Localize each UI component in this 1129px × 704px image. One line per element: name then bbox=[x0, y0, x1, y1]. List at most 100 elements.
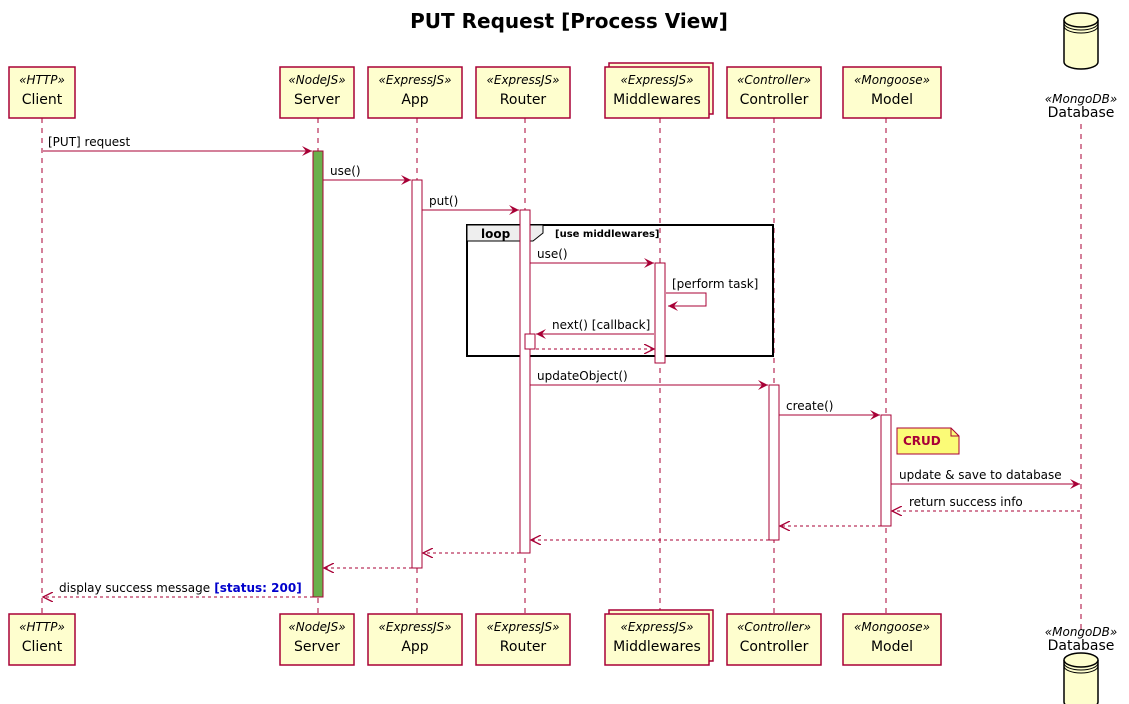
participant-stereotype: «NodeJS» bbox=[288, 620, 345, 634]
participant-name: Database bbox=[1048, 638, 1115, 654]
message-label: update & save to database bbox=[899, 468, 1062, 482]
diagram-title: PUT Request [Process View] bbox=[410, 9, 728, 33]
participant-box bbox=[604, 613, 710, 666]
participant-router-bottom: «ExpressJS» Router bbox=[475, 613, 571, 666]
participant-name: Controller bbox=[740, 92, 809, 108]
participant-name: Server bbox=[294, 92, 340, 108]
note-fold bbox=[950, 428, 959, 437]
message-arrow bbox=[666, 292, 707, 311]
message-label: next() [callback] bbox=[552, 318, 650, 332]
loop-keyword: loop bbox=[481, 227, 511, 241]
note-text: CRUD bbox=[903, 434, 941, 448]
participant-database-top: «MongoDB»Database bbox=[1045, 12, 1118, 121]
activation-middlewares bbox=[654, 262, 666, 364]
database-icon-top bbox=[1063, 12, 1099, 28]
participant-box bbox=[475, 66, 571, 119]
participant-name: Controller bbox=[740, 639, 809, 655]
participant-box bbox=[367, 66, 463, 119]
participant-model-bottom: «Mongoose» Model bbox=[842, 613, 942, 666]
loop-condition: [use middlewares] bbox=[555, 229, 660, 240]
participant-stereotype: «Controller» bbox=[737, 620, 811, 634]
message-update-object: updateObject() bbox=[530, 369, 768, 390]
activation-router bbox=[519, 209, 531, 554]
activation-app bbox=[411, 179, 423, 569]
participant-box bbox=[726, 613, 822, 666]
activation-bars bbox=[312, 150, 892, 598]
participant-model-top: «Mongoose» Model bbox=[842, 66, 942, 119]
message-update-save: update & save to database bbox=[891, 468, 1080, 489]
message-app-use: use() bbox=[323, 164, 411, 185]
participant-server-bottom: «NodeJS» Server bbox=[279, 613, 355, 666]
crud-note: CRUD bbox=[896, 427, 960, 455]
participant-box bbox=[8, 66, 76, 119]
message-label: create() bbox=[786, 399, 833, 413]
participant-controller-bottom: «Controller» Controller bbox=[726, 613, 822, 666]
message-label: return success info bbox=[909, 495, 1023, 509]
participant-middlewares-bottom: «ExpressJS» Middlewares bbox=[604, 609, 714, 666]
participant-stereotype: «Mongoose» bbox=[854, 73, 930, 87]
participant-router-top: «ExpressJS» Router bbox=[475, 66, 571, 119]
messages: [PUT] request use() put() use() [perform tas… bbox=[43, 135, 1080, 597]
message-label: updateObject() bbox=[537, 369, 628, 383]
participant-name: Model bbox=[871, 92, 913, 108]
participant-stereotype: «ExpressJS» bbox=[620, 620, 693, 634]
activation-router-nested bbox=[524, 333, 536, 350]
message-return-success: return success info bbox=[892, 495, 1080, 511]
message-label: [PUT] request bbox=[48, 135, 130, 149]
participant-box bbox=[475, 613, 571, 666]
participant-app-bottom: «ExpressJS»App bbox=[367, 613, 463, 666]
participant-name: Client bbox=[22, 92, 63, 108]
participant-stereotype: «HTTP» bbox=[19, 73, 65, 87]
participant-box bbox=[279, 613, 355, 666]
participant-client-top: «HTTP» Client bbox=[8, 66, 76, 119]
database-icon-band bbox=[1063, 25, 1099, 34]
message-label: [perform task] bbox=[672, 277, 758, 291]
participant-name: Server bbox=[294, 639, 340, 655]
participant-controller-top: «Controller» Controller bbox=[726, 66, 822, 119]
participant-stereotype: «MongoDB» bbox=[1045, 625, 1118, 639]
participant-stereotype: «ExpressJS» bbox=[486, 620, 559, 634]
participant-stereotype: «Controller» bbox=[737, 73, 811, 87]
participant-name: Database bbox=[1048, 105, 1115, 121]
database-icon-band bbox=[1063, 22, 1099, 31]
message-label: use() bbox=[330, 164, 361, 178]
note-shape bbox=[896, 427, 960, 455]
participant-stereotype: «NodeJS» bbox=[288, 73, 345, 87]
participant-stereotype: «HTTP» bbox=[19, 620, 65, 634]
participant-name: Router bbox=[500, 92, 547, 108]
participant-name: Middlewares bbox=[613, 639, 701, 655]
participant-client-bottom: «HTTP» Client bbox=[8, 613, 76, 666]
participant-box bbox=[8, 613, 76, 666]
participant-box bbox=[842, 66, 942, 119]
message-next-callback: next() [callback] bbox=[536, 318, 654, 339]
message-mw-use: use() bbox=[530, 247, 654, 268]
message-display-success: display success message [status: 200] bbox=[43, 581, 313, 597]
participant-name: Router bbox=[500, 639, 547, 655]
message-perform-task: [perform task] bbox=[666, 277, 758, 311]
participant-stereotype: «MongoDB» bbox=[1045, 92, 1118, 106]
participant-name: Client bbox=[22, 639, 63, 655]
message-router-put: put() bbox=[422, 194, 519, 215]
participant-name: App bbox=[401, 92, 428, 108]
participant-name: Middlewares bbox=[613, 92, 701, 108]
participant-stereotype: «ExpressJS» bbox=[378, 73, 451, 87]
participant-database-bottom: «MongoDB»Database bbox=[1045, 625, 1118, 704]
message-label: use() bbox=[537, 247, 568, 261]
participant-stereotype: «Mongoose» bbox=[854, 620, 930, 634]
status-code: [status: 200] bbox=[210, 581, 302, 595]
participant-name: Model bbox=[871, 639, 913, 655]
database-icon-band bbox=[1063, 662, 1099, 671]
participant-name: App bbox=[401, 639, 428, 655]
participant-box bbox=[842, 613, 942, 666]
participant-box bbox=[604, 66, 710, 119]
message-label: display success message [status: 200] bbox=[59, 581, 302, 595]
loop-box bbox=[466, 224, 774, 357]
participant-server-top: «NodeJS» Server bbox=[279, 66, 355, 119]
participant-stereotype: «ExpressJS» bbox=[486, 73, 559, 87]
participant-box bbox=[279, 66, 355, 119]
message-put-request: [PUT] request bbox=[43, 135, 312, 156]
message-create: create() bbox=[779, 399, 880, 420]
activation-server bbox=[312, 150, 324, 598]
database-icon-band bbox=[1063, 665, 1099, 674]
